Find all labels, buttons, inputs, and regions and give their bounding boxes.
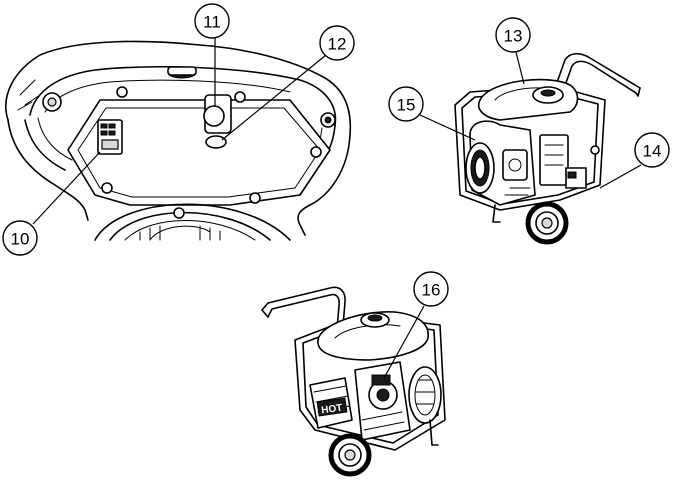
- generator-right-view-illustration: [455, 54, 640, 242]
- panel-detail-illustration: [6, 41, 350, 240]
- generator-left-view-illustration: HOT: [262, 287, 445, 474]
- callout-12-label: 12: [328, 35, 347, 54]
- callout-16-label: 16: [422, 281, 441, 300]
- callout-11-label: 11: [203, 13, 221, 32]
- leader-15: [420, 115, 475, 140]
- callout-10-label: 10: [11, 230, 30, 249]
- leader-13: [516, 52, 524, 84]
- callout-14-label: 14: [643, 142, 662, 161]
- callout-13-label: 13: [504, 27, 523, 46]
- leader-14: [600, 165, 641, 188]
- callout-15-label: 15: [397, 96, 416, 115]
